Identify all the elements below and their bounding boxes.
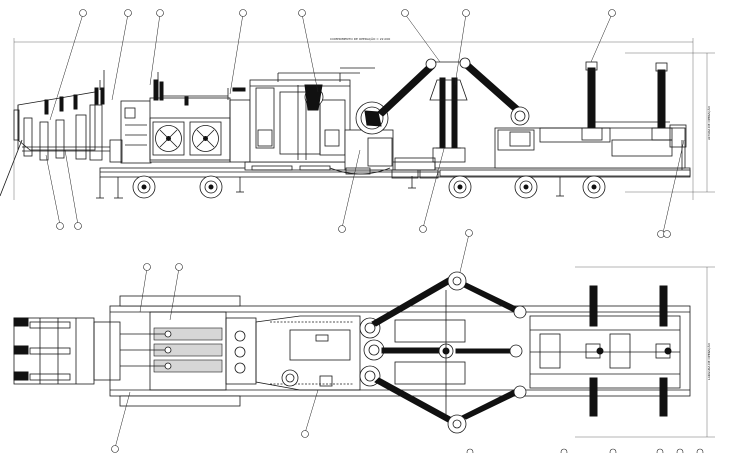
callout-marker xyxy=(74,222,82,230)
callout-marker xyxy=(338,225,346,233)
plan-view: LARGURA DE OPERAÇÃO xyxy=(13,229,715,453)
hv-insulator-arm xyxy=(377,57,530,163)
callout-marker xyxy=(465,229,473,237)
control-cabinet xyxy=(109,100,152,164)
radiator-fan xyxy=(152,121,185,156)
plan-callouts xyxy=(111,229,473,453)
wheel xyxy=(514,175,538,199)
callout-marker xyxy=(111,445,119,453)
callout-marker xyxy=(663,230,671,238)
radiator-fan xyxy=(189,121,222,156)
wheel xyxy=(582,175,606,199)
operating-height-dimension: ALTURA DE OPERAÇÃO xyxy=(625,52,715,193)
callout-marker xyxy=(608,9,616,17)
plan-width-dimension: LARGURA DE OPERAÇÃO xyxy=(575,266,715,438)
callout-marker xyxy=(401,9,409,17)
wheel xyxy=(132,175,156,199)
callout-marker xyxy=(175,263,183,271)
overall-length-label: COMPRIMENTO DE OPERAÇÃO = 22.000 xyxy=(330,36,390,41)
breaker-heads-plan xyxy=(359,317,385,387)
hv-bay-right xyxy=(494,61,687,170)
callout-marker xyxy=(419,225,427,233)
lv-bay-plan xyxy=(13,317,121,385)
undercarriage-details xyxy=(251,165,439,179)
wheel xyxy=(199,175,223,199)
sheet-edge-markers xyxy=(466,448,704,453)
elevation-callouts xyxy=(45,9,685,238)
power-transformer xyxy=(149,72,251,163)
switchgear-plan xyxy=(255,315,361,391)
callout-marker xyxy=(79,9,87,17)
callout-marker xyxy=(56,222,64,230)
plan-width-label: LARGURA DE OPERAÇÃO xyxy=(706,342,711,380)
callout-marker xyxy=(156,9,164,17)
side-elevation-view: COMPRIMENTO DE OPERAÇÃO = 22.000 ALTURA … xyxy=(0,9,715,238)
transformer-plan xyxy=(120,311,257,391)
callout-marker xyxy=(462,9,470,17)
low-voltage-bay xyxy=(0,70,110,197)
callout-marker xyxy=(143,263,151,271)
callout-marker xyxy=(298,9,306,17)
callout-marker xyxy=(301,430,309,438)
wheel xyxy=(448,175,472,199)
insulators-plan xyxy=(371,271,527,434)
switchgear-frame xyxy=(249,67,375,163)
callout-marker xyxy=(239,9,247,17)
trailer-wheels xyxy=(132,175,606,199)
callout-marker xyxy=(124,9,132,17)
hv-bay-plan xyxy=(529,285,681,417)
operating-height-label: ALTURA DE OPERAÇÃO xyxy=(706,105,711,140)
